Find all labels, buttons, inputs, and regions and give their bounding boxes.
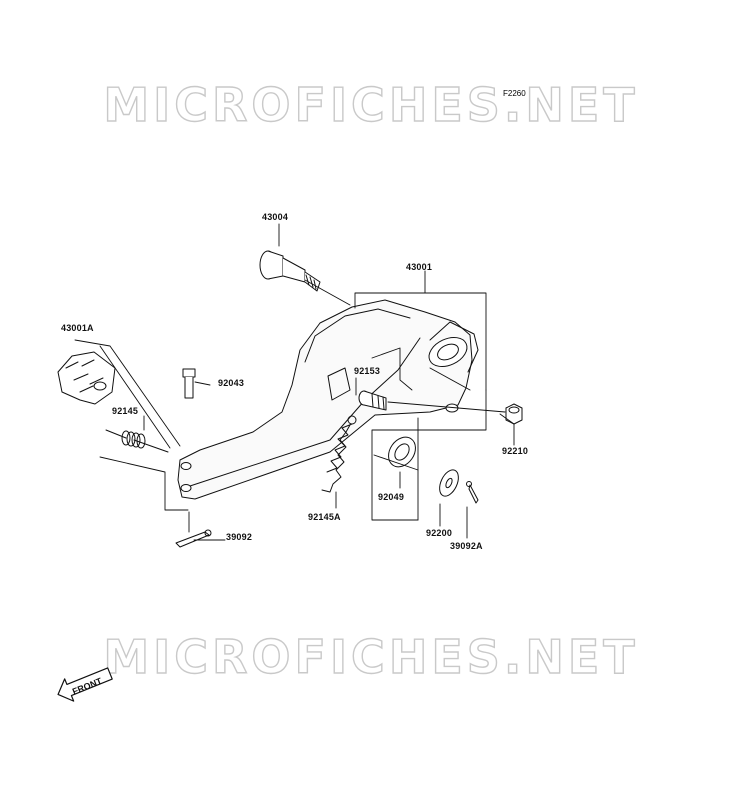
nut-part[interactable] (505, 403, 523, 425)
part-label-43001[interactable]: 43001 (406, 262, 433, 272)
watermark-top: MICROFICHES.NET (103, 77, 639, 132)
part-label-92043[interactable]: 92043 (218, 378, 245, 388)
cotter-pin-a-part[interactable] (466, 481, 479, 504)
part-label-43004[interactable]: 43004 (262, 212, 289, 222)
figure-code: F2260 (503, 89, 526, 98)
part-label-92145[interactable]: 92145 (112, 406, 139, 416)
part-label-39092a[interactable]: 39092A (450, 541, 483, 551)
cotter-pin-part[interactable] (175, 529, 212, 548)
oil-seal-part[interactable] (383, 432, 421, 472)
bolt-92153-part[interactable] (358, 390, 387, 411)
return-spring-part[interactable] (321, 415, 357, 493)
washer-part[interactable] (436, 467, 462, 499)
pin-92043-part[interactable] (182, 368, 196, 399)
part-label-92049[interactable]: 92049 (378, 492, 405, 502)
torsion-spring-part[interactable] (105, 429, 169, 453)
part-label-92145a[interactable]: 92145A (308, 512, 341, 522)
part-label-39092[interactable]: 39092 (226, 532, 253, 542)
part-label-92153[interactable]: 92153 (354, 366, 381, 376)
watermark-bottom: MICROFICHES.NET (103, 629, 639, 684)
pivot-shaft-part[interactable] (259, 250, 321, 292)
pedal-tip-part[interactable] (57, 351, 116, 405)
part-label-43001a[interactable]: 43001A (61, 323, 94, 333)
part-label-92210[interactable]: 92210 (502, 446, 529, 456)
brake-pedal-part[interactable] (177, 299, 479, 500)
front-arrow-icon (57, 667, 113, 702)
part-label-92200[interactable]: 92200 (426, 528, 453, 538)
leader-lines (74, 223, 515, 541)
